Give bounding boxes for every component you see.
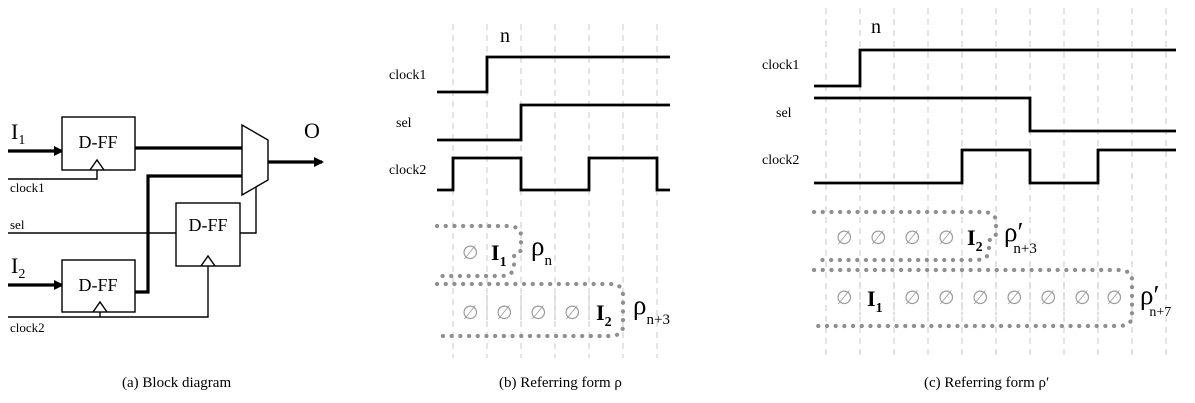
empty-slot: ∅ [836, 288, 853, 309]
sel-to-mux-wire [240, 185, 257, 234]
dff-top-clock-triangle [89, 158, 105, 171]
clock1-label-b: clock1 [389, 68, 426, 83]
empty-slot: ∅ [564, 303, 581, 324]
dff-bottom-clock-triangle [92, 300, 108, 313]
grid-lines-c [825, 8, 1167, 358]
timing-diagram-rho-prime: n clock1 sel clock2 ∅ ∅ ∅ ∅ I2 ρ′n+3 ∅ ∅… [762, 8, 1176, 391]
empty-slot: ∅ [870, 228, 887, 249]
clock1-label-c: clock1 [762, 58, 799, 73]
empty-slot: ∅ [836, 228, 853, 249]
empty-slots-b: ∅ ∅ ∅ ∅ [462, 303, 581, 324]
output-label: O [304, 118, 320, 143]
dff-top-label: D-FF [78, 132, 117, 152]
empty-slot: ∅ [1074, 288, 1091, 309]
rho-prime-n7-label: ρ′n+7 [1140, 280, 1171, 320]
empty-slot: ∅ [1106, 288, 1123, 309]
empty-slot: ∅ [462, 303, 479, 324]
empty-slots-c1: ∅ ∅ ∅ ∅ [836, 228, 955, 249]
rho-n3-input: I2 [596, 300, 612, 330]
rho-n-label: ρn [531, 231, 552, 269]
empty-slot: ∅ [530, 303, 547, 324]
clock2-label-b: clock2 [389, 163, 426, 178]
clock1-wire [8, 170, 98, 180]
rho-prime-n3-label: ρ′n+3 [1004, 217, 1037, 257]
sel-waveform-c [814, 96, 1176, 133]
sel-waveform-b [437, 103, 670, 142]
rho-prime-n3-input: I2 [967, 225, 983, 255]
rho-prime-n7-input: I1 [867, 286, 883, 316]
clock1-waveform-b [437, 55, 670, 94]
empty-slot: ∅ [1006, 288, 1023, 309]
dff-bottom-label: D-FF [78, 275, 117, 295]
sel-label-b: sel [396, 116, 412, 131]
empty-slots-c2: ∅ ∅ ∅ ∅ ∅ ∅ ∅ ∅ [836, 288, 1123, 309]
timing-diagram-rho: n clock1 sel clock2 ∅ I1 ρn ∅ ∅ ∅ ∅ I2 ρ… [389, 24, 670, 391]
empty-slot: ∅ [496, 303, 513, 324]
empty-slot: ∅ [938, 288, 955, 309]
input2-label: I2 [11, 253, 25, 282]
clock2-wire [8, 266, 209, 318]
empty-slot: ∅ [462, 243, 479, 264]
caption-b: (b) Referring form ρ [499, 375, 622, 391]
clock2-waveform-c [814, 148, 1176, 185]
rho-n-outline [434, 223, 524, 279]
rho-n3-label: ρn+3 [633, 290, 670, 328]
multiplexer [241, 123, 269, 197]
rho-prime-n7-outline [811, 267, 1135, 329]
sel-label-c: sel [776, 106, 792, 121]
sel-label: sel [10, 217, 25, 232]
clock2-label: clock2 [10, 320, 45, 335]
rho-n3-outline [434, 281, 626, 339]
empty-slot: ∅ [904, 228, 921, 249]
dff-bottom-output-wire [135, 174, 242, 294]
n-marker-c: n [871, 16, 881, 38]
clock2-label-c: clock2 [762, 153, 799, 168]
block-diagram: I1 I2 D-FF D-FF D-FF O clock1 sel clock2… [8, 116, 324, 391]
caption-c: (c) Referring form ρ′ [924, 375, 1049, 391]
clock2-waveform-b [437, 156, 670, 192]
empty-slot: ∅ [904, 288, 921, 309]
n-marker-b: n [500, 25, 510, 47]
clock1-label: clock1 [10, 180, 45, 195]
dff-sel-label: D-FF [188, 215, 227, 235]
caption-a: (a) Block diagram [122, 375, 231, 391]
input1-label: I1 [11, 119, 25, 148]
rho-n-input: I1 [491, 240, 507, 270]
empty-slot: ∅ [972, 288, 989, 309]
empty-slot: ∅ [1040, 288, 1057, 309]
dff-sel-clock-triangle [200, 254, 216, 267]
clock1-waveform-c [814, 48, 1176, 88]
empty-slot: ∅ [938, 228, 955, 249]
